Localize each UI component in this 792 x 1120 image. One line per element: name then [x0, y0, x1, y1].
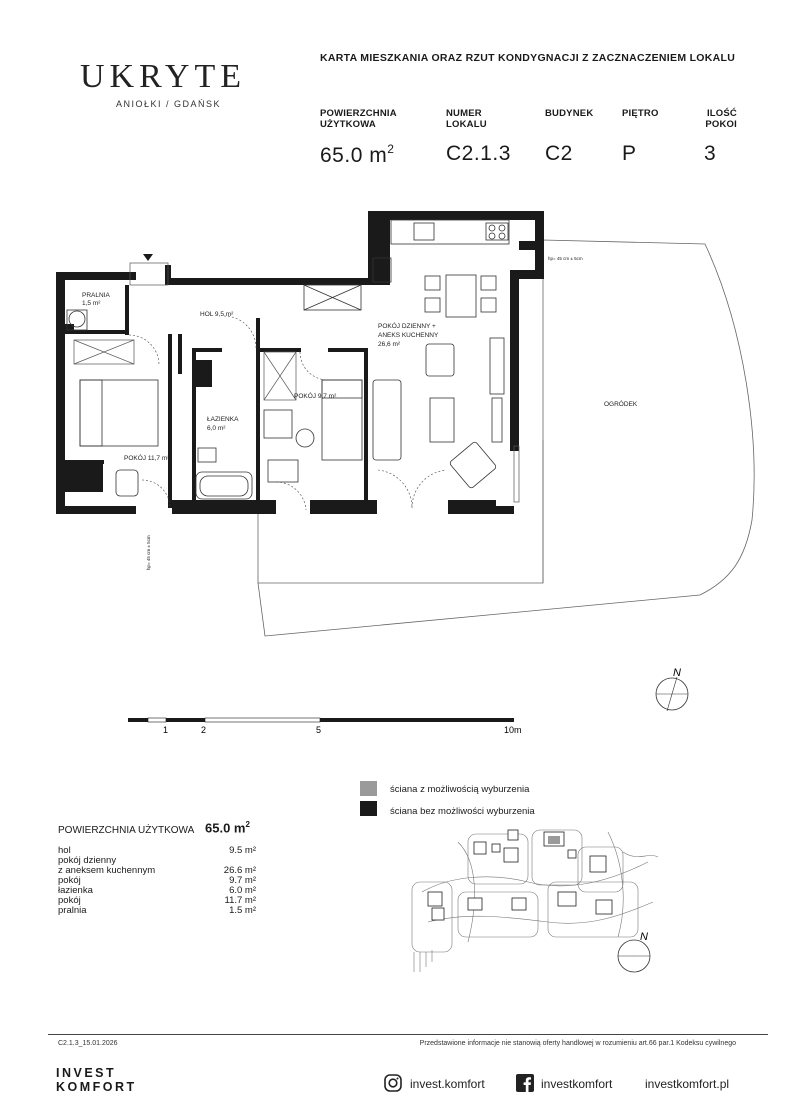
field-value-floor: P	[622, 142, 637, 165]
scale-label-5: 5	[316, 725, 321, 735]
legend-swatch-permanent	[360, 801, 377, 816]
washing-machine	[68, 310, 86, 328]
field-label-floor: PIĘTRO	[622, 108, 659, 119]
room-area-pralnia: 1,5 m²	[82, 300, 101, 307]
garden-outline	[257, 239, 755, 637]
footer-divider	[48, 1034, 768, 1035]
site-compass-letter: N	[640, 931, 648, 943]
disclaimer: Przedstawione informacje nie stanowią of…	[419, 1040, 736, 1047]
logo: UKRYTE	[80, 58, 246, 95]
compass-letter: N	[673, 667, 681, 679]
floor-plan: hp= 45 cm ± 5cm hp= 45 cm ± 5cm PRALNIA …	[56, 211, 755, 735]
site-buildings	[427, 829, 613, 921]
site-compass-icon	[617, 939, 651, 973]
kitchen-fixtures	[303, 219, 510, 311]
area-row: pokój dzienny	[58, 855, 117, 866]
bathroom-fixtures	[195, 447, 253, 500]
logo-location: ANIOŁKI / GDAŃSK	[116, 99, 222, 109]
facebook-link[interactable]: investkomfort	[541, 1077, 613, 1091]
room-area-bathroom: 6,0 m²	[207, 425, 226, 432]
windows	[73, 262, 520, 503]
room-label-room-small: POKÓJ 9,7 m²	[294, 391, 337, 400]
room-label-pralnia: PRALNIA	[82, 292, 110, 299]
facebook-icon[interactable]	[516, 1074, 534, 1092]
document-code: C2.1.3_15.01.2026	[58, 1040, 118, 1047]
site-highlight-unit	[548, 836, 560, 844]
room-area-living: 26,6 m²	[378, 341, 401, 348]
field-label-building: BUDYNEK	[545, 108, 594, 119]
scale-label-1: 1	[163, 725, 168, 735]
area-total-label: POWIERZCHNIA UŻYTKOWA	[58, 825, 195, 836]
dim-note-top: hp= 45 cm ± 5cm	[548, 256, 583, 261]
compass-icon	[655, 676, 689, 712]
legend-text-demolishable: ściana z możliwością wyburzenia	[390, 784, 530, 795]
room-label-garden: OGRÓDEK	[604, 399, 638, 408]
scale-label-10: 10m	[504, 725, 522, 735]
developer-name-line2: KOMFORT	[56, 1080, 137, 1094]
document-title: KARTA MIESZKANIA ORAZ RZUT KONDYGNACJI Z…	[320, 52, 736, 64]
legend-swatch-demolishable	[360, 781, 377, 796]
site-map: N	[411, 829, 659, 973]
entrance-arrow	[143, 254, 153, 261]
site-paths	[411, 829, 659, 972]
area-total-value: 65.0 m2	[205, 820, 250, 836]
instagram-icon[interactable]	[384, 1074, 402, 1092]
door-swings	[128, 315, 447, 511]
interior-walls	[65, 285, 368, 508]
room-label-room-large: POKÓJ 11,7 m²	[124, 453, 170, 462]
instagram-link[interactable]: invest.komfort	[410, 1077, 485, 1091]
field-value-rooms: 3	[704, 142, 717, 165]
field-value-unit: C2.1.3	[446, 142, 511, 165]
dining-set	[372, 274, 505, 489]
scale-bar	[128, 717, 514, 723]
field-value-area: 65.0 m2	[320, 142, 395, 167]
developer-name-line1: INVEST	[56, 1066, 117, 1080]
scale-label-2: 2	[201, 725, 206, 735]
load-bearing-walls	[56, 211, 544, 514]
room-label-hol: HOL 9,5 m²	[200, 311, 234, 318]
legend-text-permanent: ściana bez możliwości wyburzenia	[390, 806, 535, 817]
room-label-living-2: ANEKS KUCHENNY	[378, 332, 439, 339]
website-link[interactable]: investkomfort.pl	[645, 1077, 730, 1091]
bedroom-furniture	[79, 379, 363, 497]
field-value-building: C2	[545, 142, 573, 165]
room-label-bathroom: ŁAZIENKA	[207, 416, 239, 423]
dim-note-left: hp= 45 cm ± 5cm	[146, 535, 151, 570]
room-label-living-1: POKÓJ DZIENNY +	[378, 321, 436, 330]
